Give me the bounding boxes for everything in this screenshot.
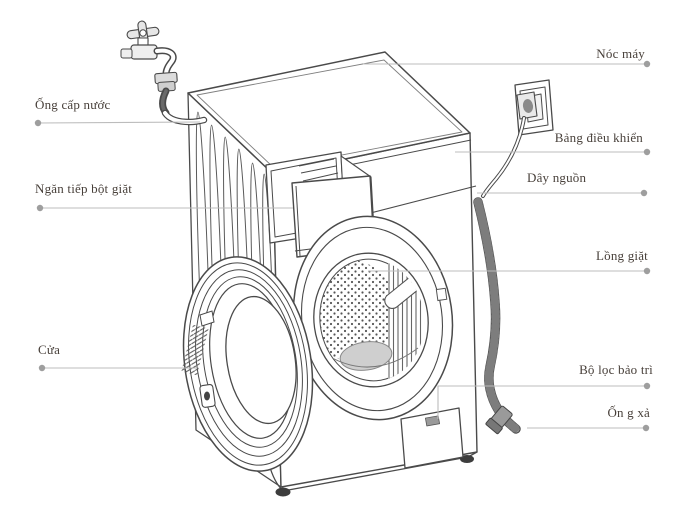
leader-water-supply xyxy=(34,119,201,127)
drain-hose xyxy=(473,197,521,435)
drawer-rails xyxy=(298,158,339,182)
label-water-supply-pipe: Ống cấp nước xyxy=(35,97,111,112)
leader-lines xyxy=(34,60,651,432)
label-detergent-drawer: Ngăn tiếp bột giặt xyxy=(35,181,133,196)
label-maintenance-filter: Bộ lọc bảo trì xyxy=(579,362,653,377)
detergent-drawer xyxy=(265,151,376,258)
leader-maintenance-filter xyxy=(437,382,651,419)
leader-top-cover xyxy=(363,60,651,68)
maintenance-filter-panel xyxy=(400,407,464,469)
drum-opening-outer xyxy=(313,252,429,388)
leader-drain-hose xyxy=(527,424,650,432)
tap-body xyxy=(130,44,158,60)
door-window xyxy=(225,295,297,425)
leader-wash-drum xyxy=(368,267,651,275)
label-door: Cửa xyxy=(38,342,61,357)
door-hinge-plate xyxy=(199,310,215,327)
leader-control-panel xyxy=(455,148,651,156)
power-plug xyxy=(516,91,538,120)
drawer-front-edge xyxy=(295,185,301,257)
leader-door xyxy=(38,364,196,372)
wash-drum xyxy=(292,215,454,421)
door-latch xyxy=(199,383,216,408)
leader-detergent-drawer xyxy=(36,204,293,212)
water-tap xyxy=(120,20,178,92)
label-control-panel: Bảng điều khiển xyxy=(554,130,643,145)
tap-side-stub xyxy=(120,48,133,59)
label-power-cord: Dây nguồn xyxy=(527,170,587,185)
leader-power-cord xyxy=(477,189,648,197)
door xyxy=(181,256,314,472)
filter-panel-tab xyxy=(424,415,440,427)
machine-foot-left xyxy=(275,487,291,497)
laundry-blob xyxy=(339,341,393,371)
label-drain-hose: Ốn g xả xyxy=(607,405,650,420)
door-hinge-ribs xyxy=(181,324,209,376)
drain-hose-fitting xyxy=(485,405,513,435)
top-panel-inner-rim xyxy=(196,59,463,169)
label-top-cover: Nóc máy xyxy=(596,46,645,61)
top-panel xyxy=(187,51,471,175)
label-wash-drum: Lồng giặt xyxy=(596,248,648,263)
bezel-latch-hole xyxy=(435,287,448,302)
power-cord xyxy=(481,116,526,198)
